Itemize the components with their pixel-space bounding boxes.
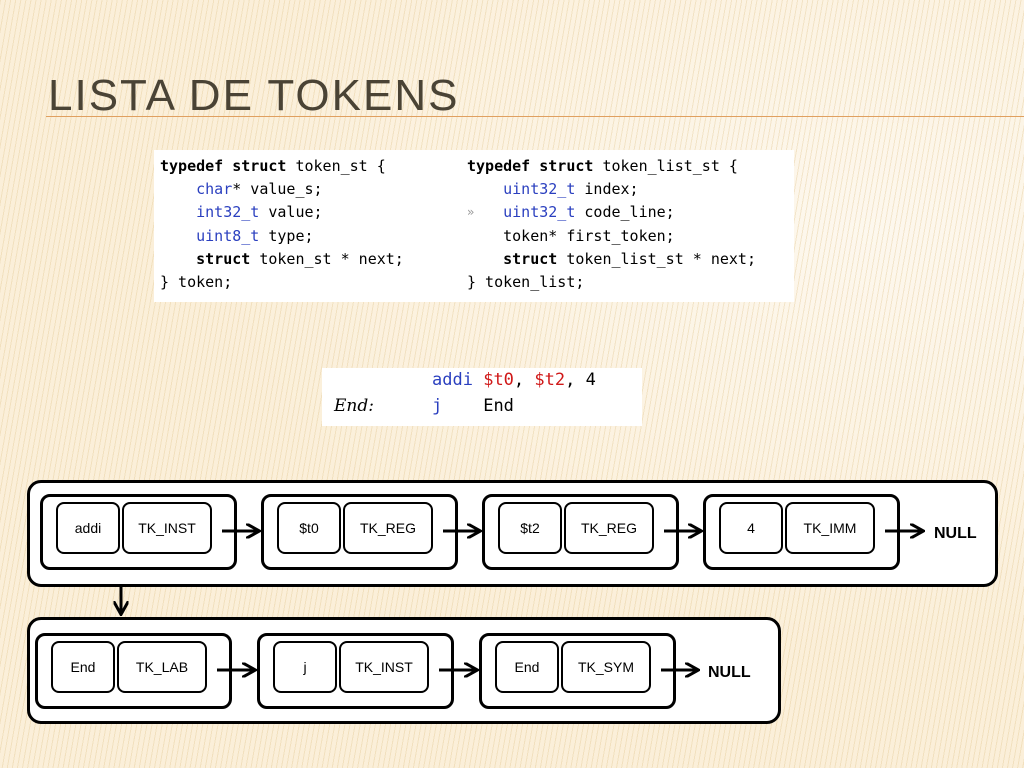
code-keyword: typedef struct <box>467 157 594 175</box>
code-line: char* value_s; <box>160 178 404 201</box>
code-text: value; <box>259 203 323 222</box>
token-node: addi TK_INST <box>40 494 237 570</box>
struct-code-snippet: typedef struct token_st { char* value_s;… <box>154 150 794 302</box>
code-type: uint32_t <box>503 203 576 222</box>
tab-marker-icon: » <box>467 205 475 220</box>
asm-line-2: j End <box>432 396 514 416</box>
asm-mnemonic: j <box>432 396 443 416</box>
token-type-cell: TK_INST <box>339 641 429 693</box>
slide-title: Lista de tokens <box>48 71 460 120</box>
code-text: } token; <box>160 273 233 292</box>
code-text: * value_s; <box>232 180 323 199</box>
code-line: uint8_t type; <box>160 225 404 248</box>
token-node: $t0 TK_REG <box>261 494 458 570</box>
token-node: $t2 TK_REG <box>482 494 679 570</box>
asm-line-1: addi $t0, $t2, 4 <box>432 370 596 390</box>
code-line: struct token_st * next; <box>160 248 404 271</box>
asm-immediate: 4 <box>585 370 596 390</box>
asm-mnemonic: addi <box>432 370 473 390</box>
code-text: type; <box>259 226 314 245</box>
code-line: } token; <box>160 271 404 294</box>
asm-separator: , <box>565 370 586 390</box>
code-text: token_list_st { <box>593 157 738 175</box>
code-text: index; <box>575 180 639 199</box>
code-line: struct token_list_st * next; <box>467 248 756 271</box>
token-value-cell: 4 <box>719 502 783 554</box>
asm-label: End: <box>334 396 374 416</box>
token-type-cell: TK_INST <box>122 502 212 554</box>
code-type: char <box>196 180 233 199</box>
asm-register: $t0 <box>483 370 514 390</box>
code-text: token_st { <box>286 157 386 175</box>
title-divider <box>46 116 1024 117</box>
token-value-cell: addi <box>56 502 120 554</box>
asm-register: $t2 <box>534 370 566 390</box>
token-list-struct-code: typedef struct token_list_st { uint32_t … <box>467 155 756 294</box>
asm-separator: , <box>513 370 535 390</box>
token-type-cell: TK_SYM <box>561 641 651 693</box>
token-node: 4 TK_IMM <box>703 494 900 570</box>
code-keyword: struct <box>160 249 251 268</box>
asm-target: End <box>483 396 514 416</box>
code-line: typedef struct token_list_st { <box>467 155 756 178</box>
token-node: j TK_INST <box>257 633 454 709</box>
token-value-cell: End <box>51 641 115 693</box>
code-keyword: typedef struct <box>160 157 287 175</box>
token-type-cell: TK_IMM <box>785 502 875 554</box>
code-text: code_line; <box>575 203 675 222</box>
null-terminator: NULL <box>934 525 977 542</box>
token-type-cell: TK_REG <box>564 502 654 554</box>
token-type-cell: TK_LAB <box>117 641 207 693</box>
assembly-snippet: addi $t0, $t2, 4 End: j End <box>322 368 642 426</box>
token-value-cell: $t0 <box>277 502 341 554</box>
code-type: uint8_t <box>196 226 260 245</box>
null-terminator: NULL <box>708 664 751 681</box>
code-text: } token_list; <box>467 273 585 292</box>
code-type: uint32_t <box>503 180 576 199</box>
code-line: uint32_t index; <box>467 178 756 201</box>
code-text: token* first_token; <box>467 226 675 245</box>
code-line: » uint32_t code_line; <box>467 201 756 224</box>
token-type-cell: TK_REG <box>343 502 433 554</box>
token-node: End TK_LAB <box>35 633 232 709</box>
token-value-cell: $t2 <box>498 502 562 554</box>
code-text: token_list_st * next; <box>557 249 756 268</box>
code-text: token_st * next; <box>250 249 404 268</box>
code-line: token* first_token; <box>467 225 756 248</box>
token-struct-code: typedef struct token_st { char* value_s;… <box>160 155 404 294</box>
token-value-cell: j <box>273 641 337 693</box>
code-type: int32_t <box>196 203 260 222</box>
code-line: } token_list; <box>467 271 756 294</box>
code-line: int32_t value; <box>160 201 404 224</box>
code-line: typedef struct token_st { <box>160 155 404 178</box>
token-value-cell: End <box>495 641 559 693</box>
code-keyword: struct <box>467 249 558 268</box>
